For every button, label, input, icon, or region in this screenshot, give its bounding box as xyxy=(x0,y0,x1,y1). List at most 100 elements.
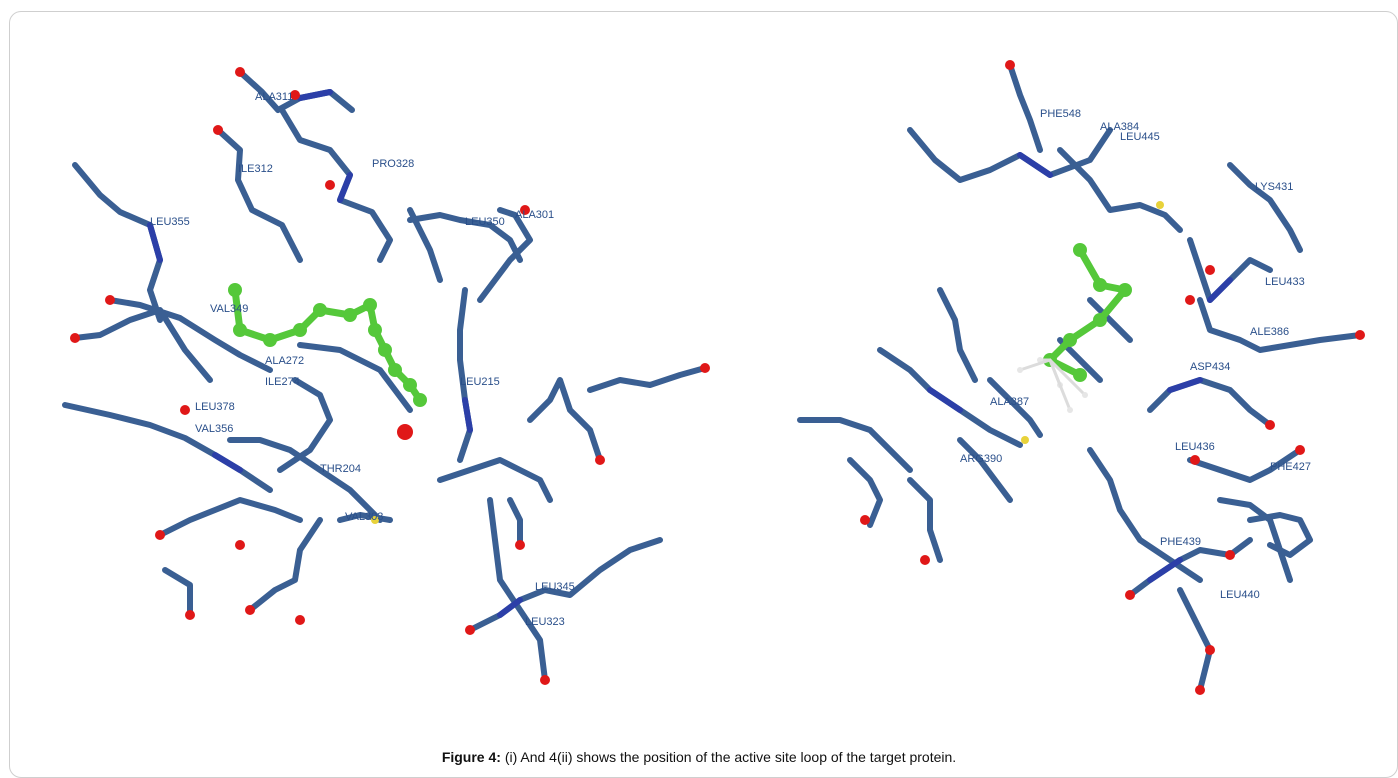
backbone-stick xyxy=(477,207,533,303)
oxygen-atom xyxy=(465,625,475,635)
residue-label: LEU323 xyxy=(525,616,565,628)
residue-label: LEU215 xyxy=(460,376,500,388)
oxygen-atom xyxy=(1195,685,1205,695)
backbone-stick xyxy=(237,69,355,113)
backbone-stick xyxy=(1227,162,1303,253)
oxygen-atom xyxy=(540,675,550,685)
ligand-atom xyxy=(1073,243,1087,257)
backbone-stick xyxy=(279,107,393,263)
figure-caption-text: (i) And 4(ii) shows the position of the … xyxy=(500,749,957,765)
backbone-stick xyxy=(847,457,883,528)
sulfur-atom xyxy=(1156,201,1164,209)
oxygen-atom xyxy=(1265,420,1275,430)
oxygen-atom xyxy=(1125,590,1135,600)
backbone-stick xyxy=(62,402,273,493)
nitrogen-bond xyxy=(1017,152,1053,178)
ligand-atom xyxy=(363,298,377,312)
backbone-stick xyxy=(107,297,273,373)
sulfur-atom xyxy=(371,516,379,524)
residue-label: PHE427 xyxy=(1270,461,1311,473)
residue-label: THR204 xyxy=(320,463,361,475)
oxygen-atom xyxy=(245,605,255,615)
residue-label: ARG390 xyxy=(960,453,1002,465)
ligand-atom xyxy=(413,393,427,407)
ligand-atom xyxy=(1093,313,1107,327)
residue-label: PHE439 xyxy=(1160,536,1201,548)
backbone-stick xyxy=(1007,62,1043,153)
backbone-stick xyxy=(162,567,193,618)
ligand-atom xyxy=(233,323,247,337)
backbone-stick xyxy=(157,497,303,538)
oxygen-atom xyxy=(290,90,300,100)
ligand-atom xyxy=(368,323,382,337)
residue-label: ALA384 xyxy=(1100,121,1139,133)
residue-label: LEU433 xyxy=(1265,276,1305,288)
backbone-stick xyxy=(1177,587,1213,693)
nitrogen-bond xyxy=(462,397,473,433)
nitrogen-bond xyxy=(297,89,333,101)
residue-label: LEU445 xyxy=(1120,131,1160,143)
oxygen-atom xyxy=(213,125,223,135)
nitrogen-bond xyxy=(497,597,523,618)
backbone-stick xyxy=(407,207,443,283)
oxygen-atom xyxy=(70,333,80,343)
ligand-atom xyxy=(263,333,277,347)
backbone-stick xyxy=(1057,147,1183,233)
backbone-stick xyxy=(907,477,943,563)
residue-label: VAL349 xyxy=(210,303,248,315)
hydrogen-bond xyxy=(1018,358,1052,372)
nitrogen-bond xyxy=(1207,277,1233,303)
nitrogen-bond xyxy=(212,452,243,473)
backbone-stick xyxy=(1217,497,1293,583)
ligand-atom xyxy=(293,323,307,337)
backbone-stick xyxy=(72,307,213,383)
residue-label: ALA311 xyxy=(255,91,293,103)
oxygen-atom xyxy=(105,295,115,305)
backbone-stick xyxy=(937,287,978,383)
ligand-atom xyxy=(403,378,417,392)
ligand-atom xyxy=(388,363,402,377)
oxygen-atom xyxy=(1205,265,1215,275)
ligand-atom xyxy=(1093,278,1107,292)
backbone-stick xyxy=(507,497,523,548)
hydrogen-atom xyxy=(1017,367,1023,373)
backbone-stick xyxy=(1147,377,1273,428)
oxygen-atom xyxy=(515,540,525,550)
residue-label: VAL356 xyxy=(195,423,233,435)
nitrogen-bond xyxy=(927,387,963,413)
residue-label: LEU378 xyxy=(195,401,235,413)
residue-label: ALA387 xyxy=(990,396,1029,408)
figure-caption: Figure 4: (i) And 4(ii) shows the positi… xyxy=(0,749,1398,765)
oxygen-atom xyxy=(185,610,195,620)
oxygen-atom xyxy=(325,180,335,190)
backbone-stick xyxy=(407,212,523,263)
backbone-stick xyxy=(987,377,1043,438)
ligand-atom xyxy=(1073,368,1087,382)
hydrogen-bond xyxy=(1048,358,1087,397)
nitrogen-bond xyxy=(1167,377,1203,393)
ligand-atom xyxy=(313,303,327,317)
backbone-stick xyxy=(797,417,913,473)
oxygen-atom xyxy=(520,205,530,215)
ligand-atom xyxy=(343,308,357,322)
residue-label: ILE274 xyxy=(265,376,300,388)
oxygen-atom xyxy=(295,615,305,625)
backbone-stick xyxy=(457,287,473,463)
residue-label: ALA301 xyxy=(515,209,554,221)
hydrogen-atom xyxy=(1067,407,1073,413)
residue-label: LEU355 xyxy=(150,216,190,228)
backbone-stick xyxy=(1187,237,1273,303)
backbone-stick xyxy=(1197,297,1363,353)
backbone-stick xyxy=(227,437,383,523)
residue-label: LEU345 xyxy=(535,581,575,593)
residue-label: LEU440 xyxy=(1220,589,1260,601)
backbone-stick xyxy=(247,517,323,613)
sulfur-atom xyxy=(1021,436,1029,444)
oxygen-atom xyxy=(1190,455,1200,465)
residue-label: PHE548 xyxy=(1040,108,1081,120)
backbone-stick xyxy=(215,127,303,263)
backbone-stick xyxy=(487,497,548,683)
hydrogen-bond xyxy=(1048,358,1072,412)
ligand-atom xyxy=(1118,283,1132,297)
